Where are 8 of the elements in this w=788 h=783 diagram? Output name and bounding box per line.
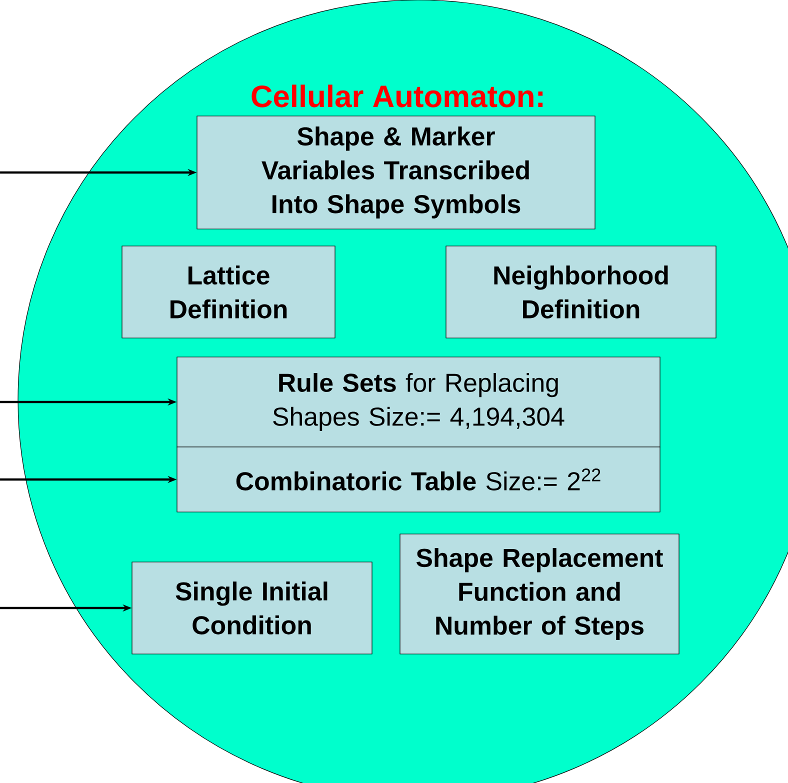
text-box: Rule Sets for Replacing Shapes Size:= 4,194,304 — [176, 356, 660, 448]
text-box: Combinatoric Table Size:= 2$^{22}$ — [176, 446, 660, 512]
text-box: Lattice Definition — [122, 246, 336, 338]
heading: Cellular Automaton: — [252, 84, 543, 108]
text-box: Single Initial Condition — [132, 562, 372, 654]
text-box: Shape Replacement Function and Number of Steps — [400, 534, 680, 654]
text-box: Shape & Marker Variables Transcribed Into Shape Symbols — [196, 116, 596, 230]
text-box: Neighborhood Definition — [446, 246, 716, 338]
